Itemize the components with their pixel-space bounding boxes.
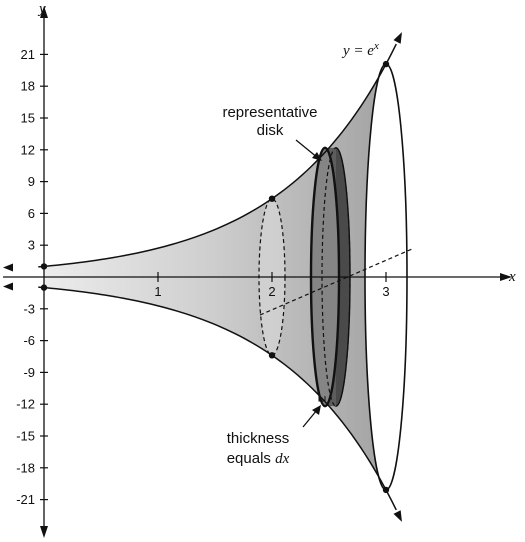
x-tick-label: 2 [268, 284, 275, 299]
y-tick-label: 12 [21, 142, 35, 157]
representative-disk-pointer [295, 139, 319, 159]
curve-point [40, 263, 48, 270]
y-tick-label: -12 [16, 397, 35, 412]
representative-disk-pointer-arrowhead [312, 152, 322, 161]
curve-point [40, 284, 48, 291]
x-axis-ticks: 1 2 3 [154, 272, 390, 299]
y-tick-label: 18 [21, 79, 35, 94]
y-tick-label: -9 [23, 365, 35, 380]
y-axis-bottom-arrowhead [40, 526, 48, 538]
y-tick-label: 21 [21, 47, 35, 62]
y-tick-label: 15 [21, 111, 35, 126]
thickness-label-line2: equals dx [227, 450, 290, 467]
curve-point [382, 60, 390, 68]
representative-disk-label-line1: representative [222, 104, 317, 121]
y-tick-label: -21 [16, 492, 35, 507]
representative-disk-label-line2: disk [257, 122, 284, 139]
thickness-bracket [318, 396, 326, 402]
y-tick-label: -6 [23, 333, 35, 348]
y-tick-label: -18 [16, 460, 35, 475]
curve-upper-arrowhead [393, 32, 402, 44]
curve-label: y = ex [341, 40, 379, 59]
curve-point [268, 352, 276, 359]
y-tick-label: -15 [16, 429, 35, 444]
x-axis-name: x [508, 269, 516, 285]
y-tick-label: 3 [28, 238, 35, 253]
curve-lower-arrowhead [393, 510, 402, 522]
y-tick-label: 9 [28, 174, 35, 189]
y-axis-top-arrowhead [40, 6, 48, 18]
curve-upper-y-equals-e-to-x [38, 43, 397, 268]
x-axis-arrowhead [500, 273, 512, 281]
thickness-label-line1: thickness [227, 430, 290, 447]
y-tick-label: -3 [23, 301, 35, 316]
curve-point [382, 486, 390, 494]
y-axis-ticks: 21 18 15 12 9 6 3 -3 -6 -9 -12 -15 -18 -21 [16, 47, 48, 507]
curve-upper-left-arrowhead [3, 263, 13, 272]
thickness-pointer-arrowhead [312, 405, 321, 415]
curve-lower-left-arrowhead [3, 282, 13, 291]
y-axis-name: y [37, 1, 46, 17]
curve-lower-mirror [38, 286, 397, 511]
curve-points [40, 60, 390, 494]
y-tick-label: 6 [28, 206, 35, 221]
thickness-pointer [302, 409, 318, 428]
x-tick-label: 3 [382, 284, 389, 299]
x-tick-label: 1 [154, 284, 161, 299]
curve-point [268, 195, 276, 202]
